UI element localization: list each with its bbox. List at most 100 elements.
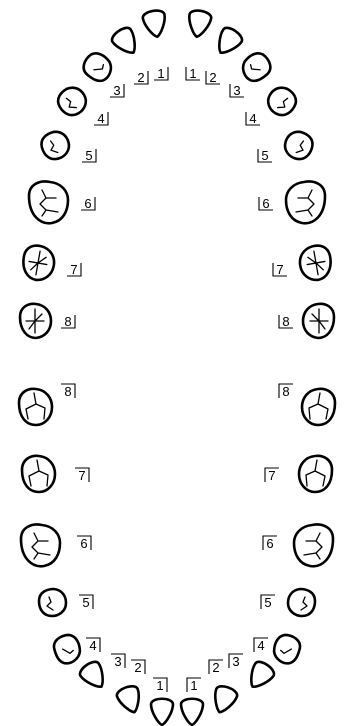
tooth-lower-right-7-outline — [22, 456, 55, 492]
tooth-upper-left-3-outline — [238, 49, 275, 86]
tooth-lower-left-2-outline — [209, 684, 239, 716]
tooth-number-text: 1 — [189, 66, 196, 81]
tooth-number-lower_left-7: 7 — [265, 468, 279, 483]
tooth-lower-right-4[interactable] — [52, 633, 83, 666]
tooth-lower-left-2[interactable] — [209, 684, 239, 716]
tooth-upper-left-5-outline — [282, 129, 315, 162]
tooth-upper-left-5[interactable] — [282, 129, 315, 162]
tooth-number-upper_right-7: 7 — [67, 262, 81, 277]
tooth-upper-right-3[interactable] — [79, 49, 116, 86]
tooth-lower-right-1-outline — [151, 699, 173, 725]
tooth-lower-right-1[interactable] — [151, 699, 173, 725]
tooth-number-lower_right-3: 3 — [111, 654, 125, 669]
tooth-lower-right-8-outline — [19, 389, 52, 425]
tooth-lower-left-3[interactable] — [244, 659, 277, 693]
tooth-number-text: 4 — [97, 111, 104, 126]
tooth-number-text: 8 — [64, 384, 71, 399]
tooth-number-lower_left-2: 2 — [209, 660, 223, 675]
tooth-number-upper_right-6: 6 — [81, 196, 95, 211]
tooth-lower-right-7[interactable] — [22, 456, 55, 492]
tooth-lower-right-4-outline — [52, 633, 83, 666]
tooth-lower-right-6-outline — [21, 525, 60, 567]
lower-arch — [19, 389, 335, 725]
tooth-upper-left-4-outline — [263, 83, 300, 120]
tooth-lower-left-5[interactable] — [288, 589, 315, 616]
tooth-upper-right-5[interactable] — [39, 129, 72, 162]
tooth-lower-right-5[interactable] — [39, 589, 66, 616]
tooth-number-text: 6 — [262, 196, 269, 211]
tooth-number-text: 3 — [233, 83, 240, 98]
tooth-lower-right-2-outline — [115, 684, 145, 716]
upper-arch — [20, 9, 334, 338]
tooth-lower-left-6[interactable] — [294, 525, 333, 567]
tooth-number-text: 1 — [156, 678, 163, 693]
tooth-lower-left-4-outline — [271, 633, 302, 666]
tooth-lower-left-4[interactable] — [271, 633, 302, 666]
tooth-number-upper_left-8: 8 — [279, 314, 293, 329]
tooth-upper-left-6[interactable] — [286, 182, 325, 224]
tooth-number-upper_right-5: 5 — [82, 148, 96, 163]
tooth-upper-right-4-outline — [54, 83, 91, 120]
tooth-number-text: 7 — [78, 468, 85, 483]
tooth-number-upper_left-1: 1 — [186, 66, 200, 81]
tooth-number-upper_right-3: 3 — [110, 83, 124, 98]
tooth-lower-left-1[interactable] — [181, 699, 203, 725]
tooth-lower-right-3[interactable] — [77, 659, 110, 693]
tooth-upper-right-4[interactable] — [54, 83, 91, 120]
tooth-number-text: 3 — [113, 83, 120, 98]
tooth-lower-right-2[interactable] — [115, 684, 145, 716]
tooth-number-text: 2 — [209, 70, 216, 85]
tooth-number-upper_right-4: 4 — [94, 111, 108, 126]
tooth-number-lower_right-6: 6 — [77, 536, 91, 551]
tooth-upper-left-1-outline — [186, 9, 212, 39]
tooth-upper-left-7[interactable] — [297, 244, 333, 283]
tooth-number-lower_left-3: 3 — [229, 654, 243, 669]
tooth-number-text: 5 — [85, 148, 92, 163]
tooth-number-lower_right-5: 5 — [79, 595, 93, 610]
tooth-upper-right-3-outline — [79, 49, 116, 86]
tooth-upper-left-2[interactable] — [212, 25, 245, 59]
tooth-number-lower_right-2: 2 — [131, 660, 145, 675]
tooth-number-text: 4 — [249, 111, 256, 126]
tooth-lower-left-7[interactable] — [299, 456, 332, 492]
tooth-lower-right-5-outline — [39, 589, 66, 616]
tooth-upper-right-2[interactable] — [109, 25, 142, 59]
tooth-number-upper_right-8: 8 — [61, 314, 75, 329]
tooth-lower-right-3-outline — [77, 659, 110, 693]
tooth-number-text: 6 — [266, 536, 273, 551]
tooth-upper-left-1[interactable] — [186, 9, 212, 39]
tooth-lower-left-8[interactable] — [302, 389, 335, 425]
tooth-number-text: 2 — [212, 660, 219, 675]
tooth-lower-right-8[interactable] — [19, 389, 52, 425]
tooth-number-text: 4 — [257, 638, 264, 653]
tooth-number-lower_left-4: 4 — [254, 638, 268, 653]
tooth-upper-right-5-outline — [39, 129, 72, 162]
tooth-upper-right-1[interactable] — [142, 9, 168, 39]
tooth-upper-left-3[interactable] — [238, 49, 275, 86]
tooth-upper-left-4[interactable] — [263, 83, 300, 120]
tooth-upper-left-8[interactable] — [303, 304, 334, 338]
tooth-number-labels: 11223344556677888877665544332211 — [61, 66, 293, 693]
tooth-number-upper_right-2: 2 — [134, 70, 148, 85]
tooth-number-text: 1 — [157, 66, 164, 81]
tooth-lower-left-7-outline — [299, 456, 332, 492]
tooth-number-upper_left-2: 2 — [206, 70, 220, 85]
tooth-lower-left-1-outline — [181, 699, 203, 725]
tooth-number-lower_right-1: 1 — [153, 678, 167, 693]
tooth-number-text: 8 — [64, 314, 71, 329]
tooth-number-upper_left-7: 7 — [273, 262, 287, 277]
tooth-number-upper_left-4: 4 — [246, 111, 260, 126]
tooth-number-lower_left-1: 1 — [187, 678, 201, 693]
tooth-number-text: 6 — [80, 536, 87, 551]
tooth-number-upper_left-6: 6 — [259, 196, 273, 211]
tooth-number-lower_left-6: 6 — [263, 536, 277, 551]
tooth-lower-left-5-outline — [288, 589, 315, 616]
tooth-upper-right-8[interactable] — [20, 304, 51, 338]
tooth-upper-right-6[interactable] — [29, 182, 68, 224]
tooth-upper-right-7[interactable] — [20, 244, 56, 283]
tooth-number-text: 8 — [282, 384, 289, 399]
tooth-number-text: 3 — [232, 654, 239, 669]
tooth-number-text: 4 — [89, 638, 96, 653]
tooth-lower-right-6[interactable] — [21, 525, 60, 567]
tooth-upper-right-1-outline — [142, 9, 168, 39]
